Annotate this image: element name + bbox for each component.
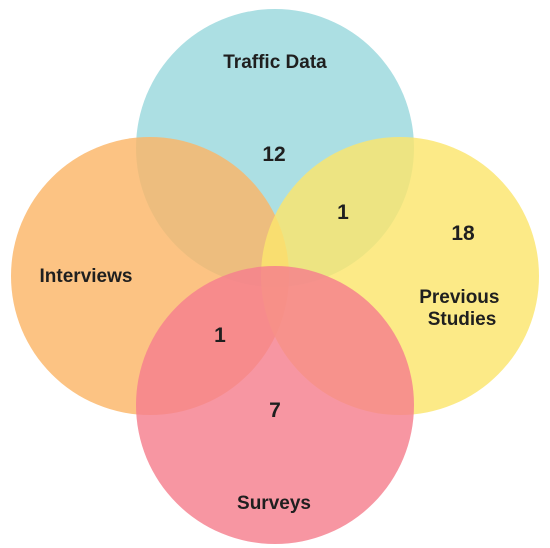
label-previous-studies-line1: Previous [419, 287, 499, 308]
label-traffic-data: Traffic Data [223, 52, 327, 73]
count-traffic-previous: 1 [337, 201, 349, 224]
label-previous-studies: Previous Studies [419, 287, 505, 330]
label-surveys: Surveys [237, 493, 311, 514]
label-previous-studies-line2: Studies [428, 309, 497, 330]
count-previous-only: 18 [451, 222, 475, 245]
circle-surveys [136, 266, 414, 544]
count-traffic-only: 12 [262, 143, 285, 166]
count-interviews-surveys: 1 [214, 324, 226, 347]
venn-circles [11, 9, 539, 544]
count-surveys-only: 7 [269, 399, 281, 422]
label-interviews: Interviews [40, 266, 133, 287]
